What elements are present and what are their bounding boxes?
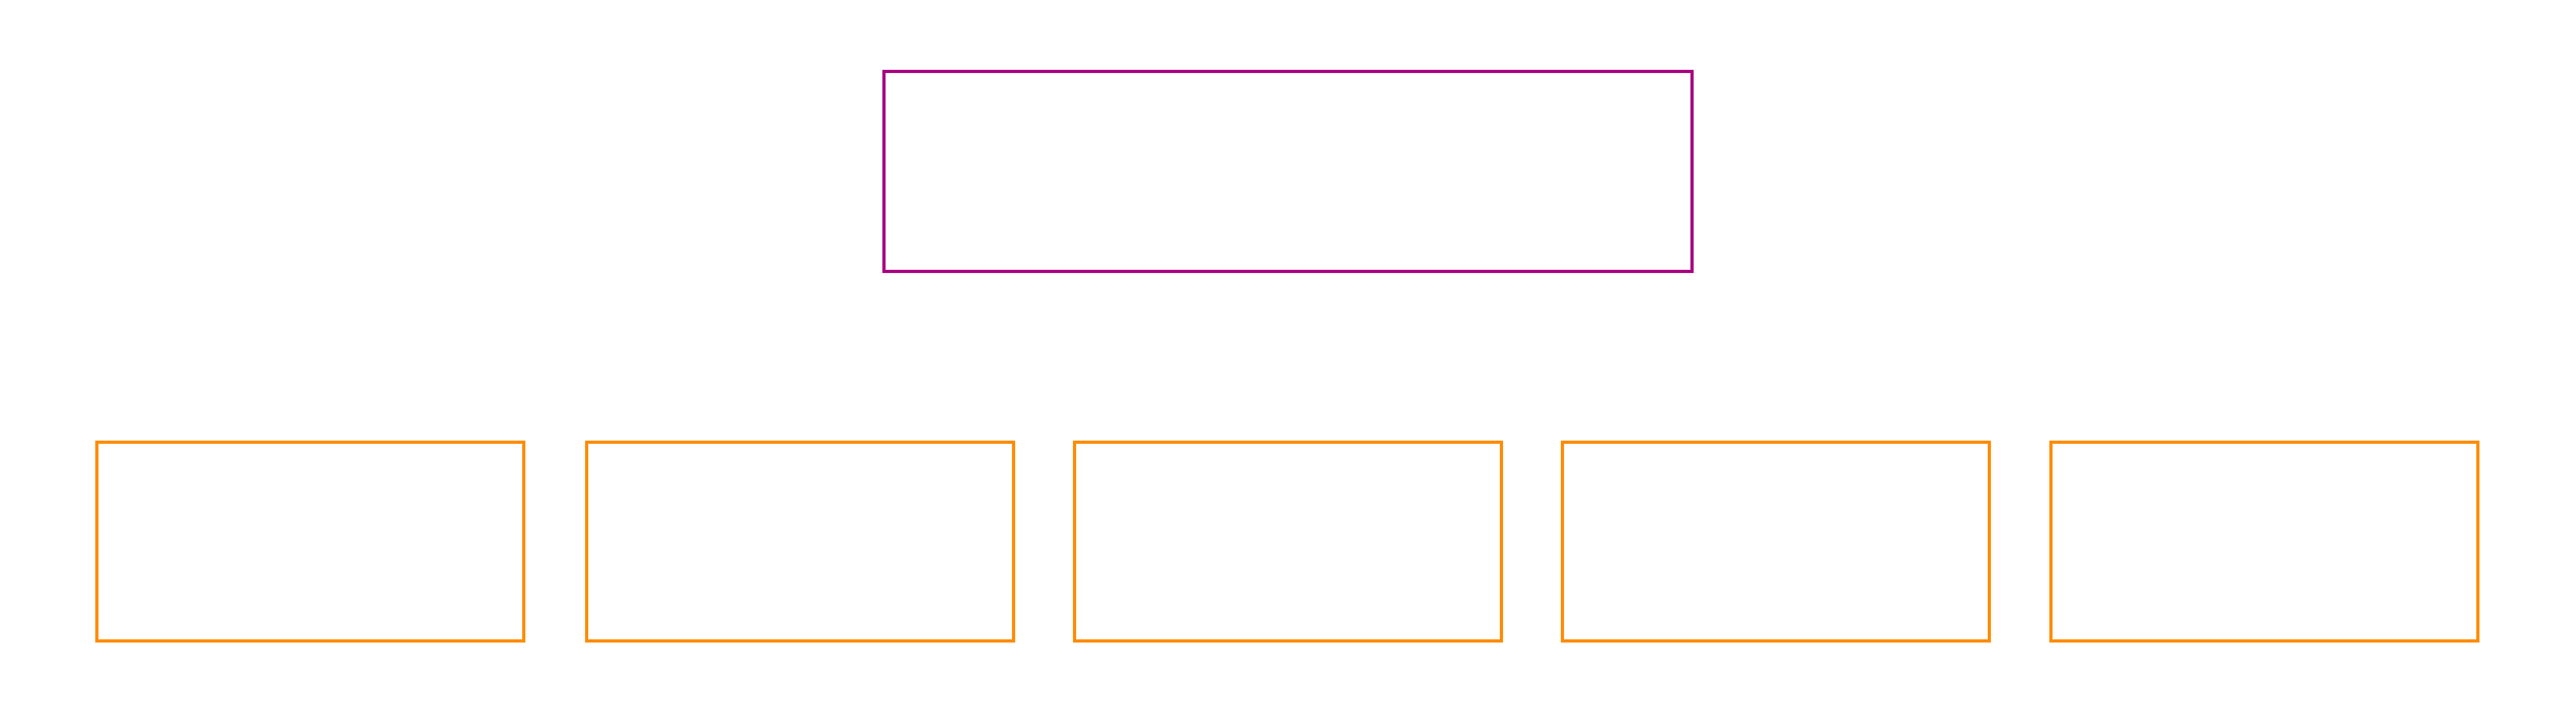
root-node-box <box>882 70 1694 273</box>
child-node-box <box>585 441 1015 643</box>
child-node-box <box>2049 441 2479 643</box>
child-node-box <box>1073 441 1503 643</box>
child-node-box <box>1561 441 1991 643</box>
child-node-box <box>95 441 525 643</box>
